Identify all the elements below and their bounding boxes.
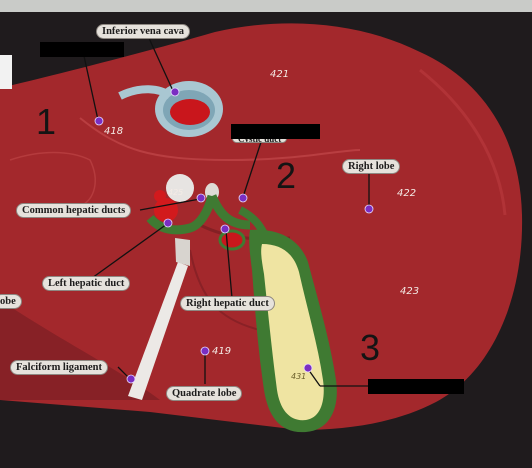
pin-1 [94, 116, 104, 126]
leader-ivc [147, 35, 175, 94]
number-2: 2 [276, 155, 297, 196]
falciform-ligament-strip [128, 262, 188, 400]
label-falciform-ligament: Falciform ligament [10, 360, 109, 375]
vessel-portal-white [166, 174, 194, 202]
liver-highlight-right [419, 68, 507, 216]
leader-left-hepatic [91, 223, 168, 279]
pin-common-hepatic [196, 193, 206, 203]
vena-cava-lumen [170, 99, 210, 125]
top-edge-light [0, 0, 532, 12]
pin-quadrate [200, 346, 210, 356]
pin-right-hepatic [220, 224, 230, 234]
label-right-hepatic-duct: Right hepatic duct [180, 296, 275, 311]
duct-green-common [207, 194, 251, 230]
pin-right-lobe [364, 204, 374, 214]
label-right-lobe: Right lobe [342, 159, 401, 174]
gallbladder-fill [261, 244, 324, 421]
liver-ridge-top [79, 117, 361, 162]
leader-redact-1 [83, 55, 99, 121]
model-number-431: 431 [291, 372, 307, 381]
model-number-421: 421 [270, 69, 290, 80]
model-number-419: 419 [212, 346, 232, 357]
redacted-answer-2 [231, 124, 320, 139]
label-left-hepatic-duct: Left hepatic duct [42, 276, 131, 291]
model-number-423: 423 [400, 286, 420, 297]
vessel-portal-red [154, 198, 178, 222]
pin-ivc [170, 87, 180, 97]
model-number-418: 418 [104, 126, 124, 137]
vessel-hepatic-artery [154, 190, 166, 202]
paper-scrap [0, 55, 12, 89]
pin-cystic [238, 193, 248, 203]
number-3: 3 [360, 327, 381, 368]
falciform-ligament-top [175, 238, 190, 266]
vena-cava-ext [118, 85, 173, 100]
redacted-answer-3 [368, 379, 464, 394]
liver-shadow-lower [0, 300, 160, 400]
number-1: 1 [36, 101, 57, 142]
redacted-answer-1 [40, 42, 124, 57]
label-inferior-vena-cava: Inferior vena cava [96, 24, 191, 39]
pin-falciform [126, 374, 136, 384]
pin-left-hepatic [163, 218, 173, 228]
liver-ridge-left [9, 151, 96, 207]
model-number-425: 425 [168, 188, 184, 197]
label-quadrate-lobe: Quadrate lobe [166, 386, 243, 401]
label-common-hepatic-ducts: Common hepatic ducts [16, 203, 132, 218]
leader-cystic [242, 138, 263, 198]
label-lobe-partial: obe [0, 294, 22, 309]
right-hepatic-vessel [218, 229, 246, 251]
model-number-422: 422 [397, 188, 417, 199]
leader-common-hepatic [139, 198, 201, 211]
pin-gallbladder [303, 363, 313, 373]
leader-right-hepatic [225, 229, 233, 299]
duct-green-left [146, 194, 217, 235]
